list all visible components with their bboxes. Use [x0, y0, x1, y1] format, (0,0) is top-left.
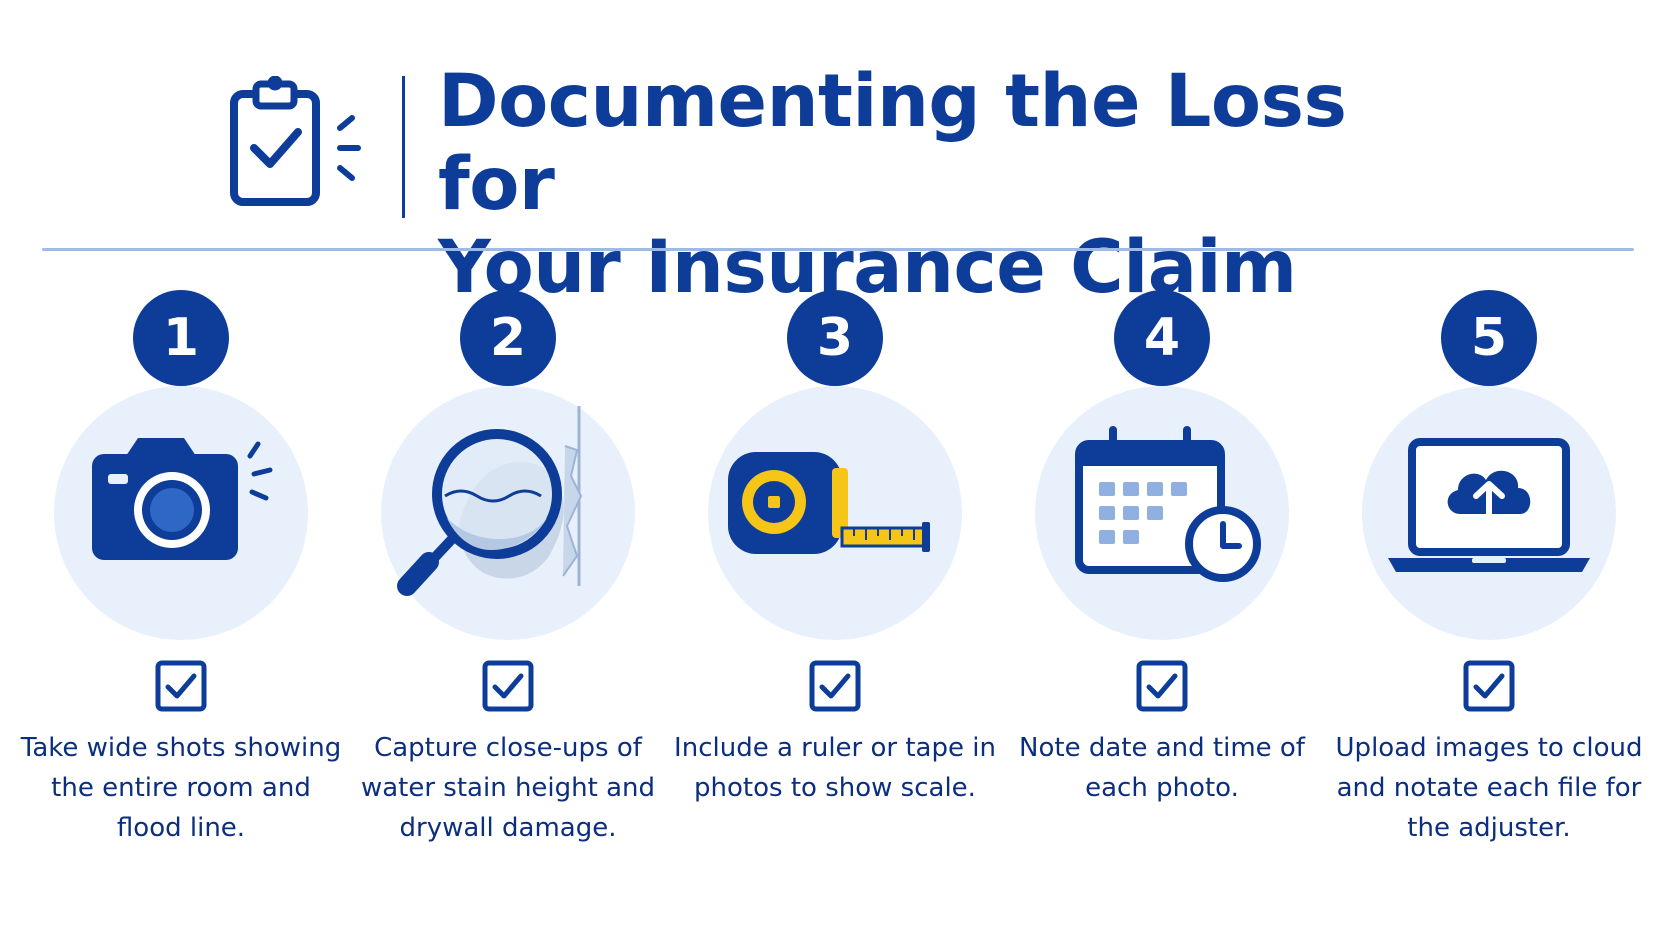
- step-number-badge: 1: [133, 290, 229, 386]
- step-4: 4 Note date and time of each: [997, 290, 1327, 850]
- step-description: Capture close-ups of water stain height …: [360, 733, 656, 843]
- checkbox-checked-icon: [809, 660, 861, 712]
- step-2: 2 Capture close-ups of water stain heigh…: [343, 290, 673, 850]
- step-description: Take wide shots showing the entire room …: [20, 733, 342, 843]
- step-illustration: [54, 386, 308, 640]
- step-number-badge: 4: [1114, 290, 1210, 386]
- laptop-cloud-upload-icon: [1388, 438, 1590, 572]
- checkbox-checked-icon: [1136, 660, 1188, 712]
- calendar-clock-icon: [1075, 426, 1261, 582]
- step-3: 3 Include a ruler or tape in photos to s…: [670, 290, 1000, 850]
- step-description: Include a ruler or tape in photos to sho…: [674, 733, 996, 803]
- step-description: Note date and time of each photo.: [1019, 733, 1305, 803]
- step-number-badge: 2: [460, 290, 556, 386]
- step-illustration: [1362, 386, 1616, 640]
- step-illustration: [1035, 386, 1289, 640]
- tape-measure-icon: [728, 452, 930, 554]
- step-number-badge: 5: [1441, 290, 1537, 386]
- step-number-badge: 3: [787, 290, 883, 386]
- step-5: 5 Upload images to cloud and notate each…: [1324, 290, 1654, 850]
- step-description: Upload images to cloud and notate each f…: [1335, 733, 1643, 843]
- page-title: Documenting the Loss for Your Insurance …: [438, 60, 1438, 309]
- header: Documenting the Loss for Your Insurance …: [0, 0, 1672, 309]
- checkbox-checked-icon: [1463, 660, 1515, 712]
- step-illustration: [381, 386, 635, 640]
- step-illustration: [708, 386, 962, 640]
- title-line-1: Documenting the Loss for: [438, 59, 1347, 227]
- header-rule: [42, 248, 1634, 251]
- magnifier-water-stain-icon: [397, 406, 583, 596]
- step-1: 1 Take wide shots showing the entire roo…: [16, 290, 346, 850]
- clipboard-check-icon: [230, 76, 361, 206]
- header-divider: [402, 76, 405, 218]
- camera-icon: [92, 438, 273, 560]
- checkbox-checked-icon: [482, 660, 534, 712]
- checkbox-checked-icon: [155, 660, 207, 712]
